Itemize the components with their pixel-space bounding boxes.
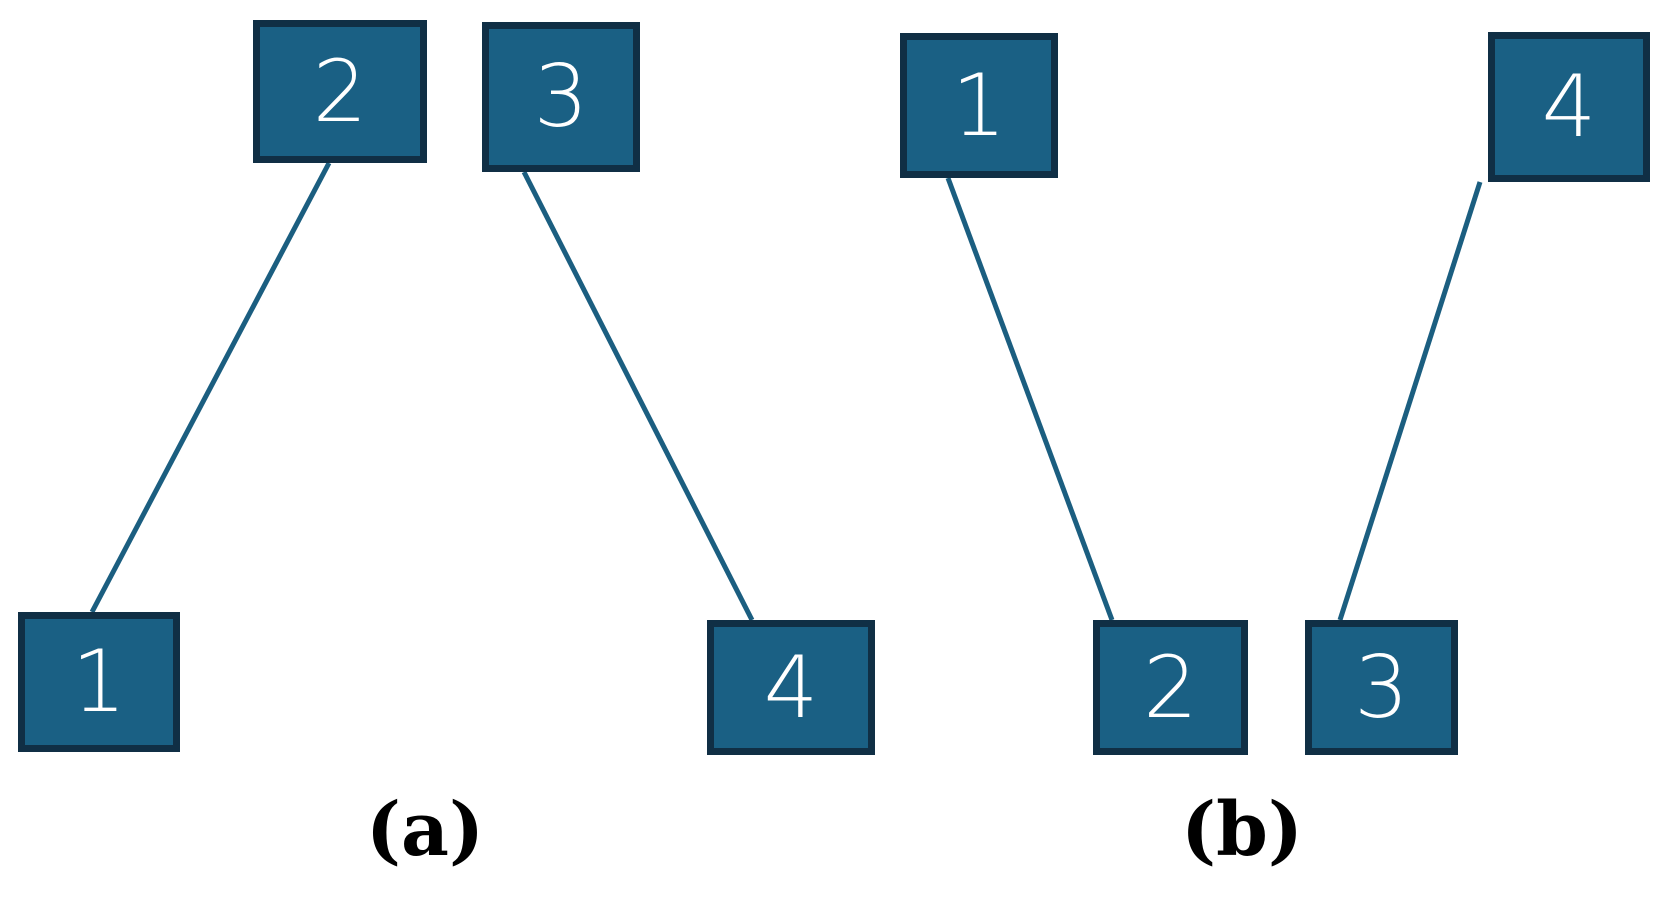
- graph-node-a-n1[interactable]: 1: [18, 612, 180, 752]
- graph-node-label: 2: [312, 41, 368, 142]
- graph-node-label: 4: [1541, 57, 1597, 157]
- graph-node-a-n4[interactable]: 4: [707, 620, 875, 755]
- graph-node-a-n3[interactable]: 3: [482, 22, 640, 172]
- graph-node-label: 3: [533, 47, 589, 147]
- graph-node-b-n4[interactable]: 4: [1488, 32, 1650, 182]
- graph-node-label: 1: [71, 632, 127, 732]
- panel-caption-panel-b: (b): [1181, 787, 1303, 873]
- graph-node-label: 4: [763, 637, 819, 738]
- panel-caption-panel-a: (a): [366, 787, 484, 873]
- graph-node-b-n1[interactable]: 1: [900, 33, 1058, 178]
- graph-node-a-n2[interactable]: 2: [253, 20, 427, 163]
- graph-edge-1-2: [945, 177, 1115, 621]
- graph-node-label: 1: [951, 55, 1007, 156]
- graph-edge-2-1: [89, 161, 332, 614]
- graph-node-label: 2: [1143, 637, 1198, 738]
- graph-edge-3-4: [521, 170, 755, 622]
- graph-node-b-n2[interactable]: 2: [1093, 620, 1248, 755]
- graph-edge-4-3: [1337, 181, 1483, 621]
- graph-node-b-n3[interactable]: 3: [1305, 620, 1458, 755]
- graph-node-label: 3: [1354, 637, 1409, 738]
